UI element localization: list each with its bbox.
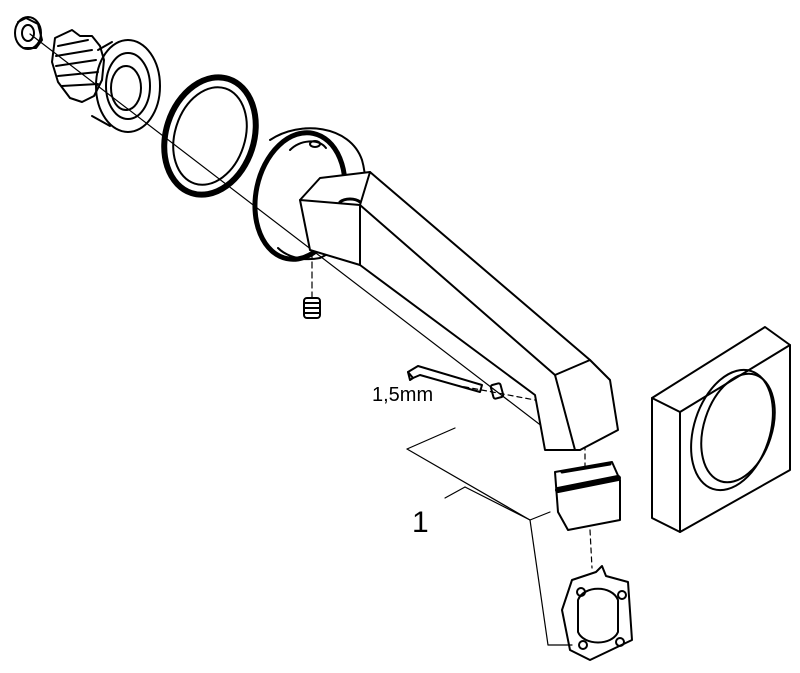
spout-body [299, 171, 619, 451]
kit-callout-lines [406, 427, 573, 646]
kit-number-label: 1 [412, 506, 429, 539]
aerator-axis-line-bottom [589, 529, 593, 569]
grub-screw [489, 382, 505, 400]
o-ring [161, 74, 259, 198]
small-fitting [14, 16, 43, 50]
main-axis-line [29, 33, 561, 441]
hex-key [407, 365, 483, 393]
hex-key-size-label: 1,5mm [372, 384, 433, 406]
aerator-key-plate [561, 565, 633, 661]
grub-screw-axis-line [454, 384, 536, 401]
threaded-connector [51, 29, 161, 133]
aerator [554, 461, 621, 531]
set-screw [303, 297, 321, 319]
cover-plate [651, 326, 791, 533]
